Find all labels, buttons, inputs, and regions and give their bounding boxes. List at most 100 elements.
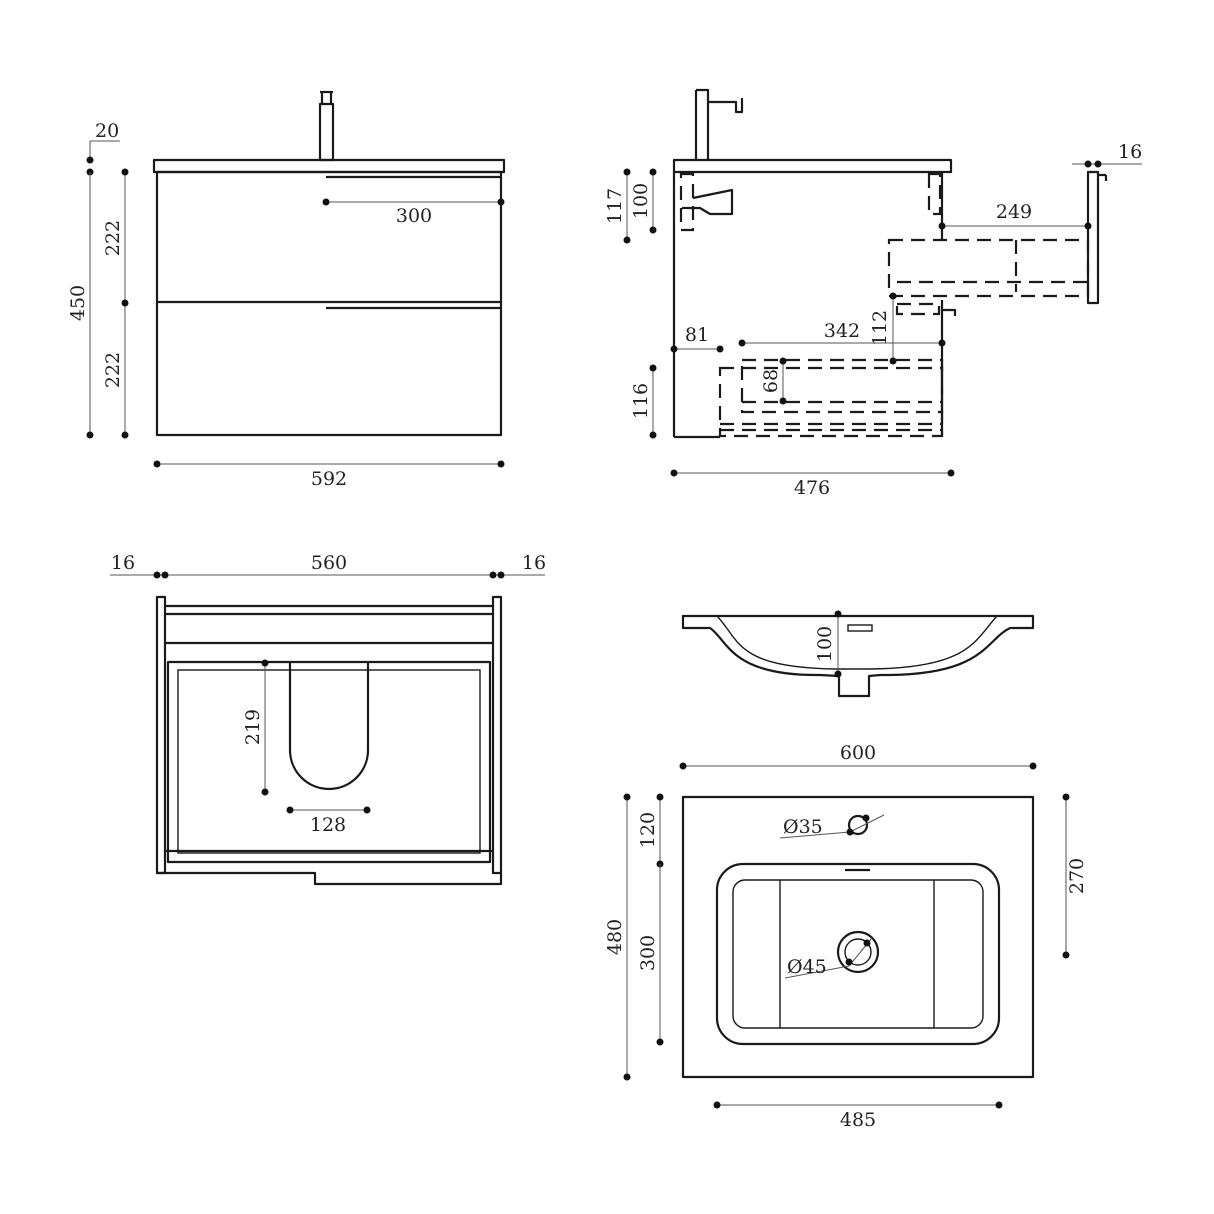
side-dim-dot <box>889 357 897 365</box>
plan-right-panel-label: 16 <box>522 552 546 574</box>
side-tap-spout <box>696 88 744 114</box>
side-panel-label: 16 <box>1118 141 1142 163</box>
plan-dim-dot <box>153 571 161 579</box>
basin-plan-width-label: 600 <box>840 742 876 764</box>
side-dim-dot <box>889 292 897 300</box>
plan-dim-dot <box>489 571 497 579</box>
front-upper-drawer-label: 222 <box>102 220 124 256</box>
basin-plan-dim-dot <box>656 793 664 801</box>
basin-plan-tap-offset-label: 120 <box>637 812 659 848</box>
basin-plan-depth-label: 480 <box>604 919 626 955</box>
side-inner-depth-label: 342 <box>824 320 860 342</box>
side-dim-dot <box>623 168 631 176</box>
plan-dim-dot <box>261 659 269 667</box>
basin-plan-dim-dot <box>656 1038 664 1046</box>
plan-inner-width-label: 560 <box>311 552 347 574</box>
side-tap-offset-label: 100 <box>630 183 652 219</box>
side-trap <box>682 188 734 216</box>
basin-plan-dim-dot <box>845 958 853 966</box>
front-dim-dot <box>497 198 505 206</box>
front-top-thickness-label: 20 <box>95 120 119 142</box>
plan-left-panel <box>155 595 167 875</box>
basin-plan-dim-dot <box>1062 951 1070 959</box>
plan-drawer-front <box>157 871 503 886</box>
side-extension-label: 249 <box>996 201 1032 223</box>
plan-dim-dot <box>161 571 169 579</box>
plan-drawer-inner <box>177 669 481 854</box>
side-dim-dot <box>779 397 787 405</box>
basin-plan-dim-dot <box>679 762 687 770</box>
side-depth-label: 476 <box>794 477 830 499</box>
basin-plan-dim-dot <box>623 793 631 801</box>
front-tap-body <box>318 102 335 162</box>
basin-overflow-slot <box>847 624 873 632</box>
front-lower-drawer-label: 222 <box>102 352 124 388</box>
side-dim-dot <box>938 339 946 347</box>
basin-plan-dim-dot <box>995 1101 1003 1109</box>
side-dim-dot <box>947 469 955 477</box>
side-gap-label: 112 <box>869 310 891 346</box>
side-runner-hook <box>942 308 957 316</box>
side-lower-section-label: 116 <box>630 383 652 419</box>
side-dim-dot <box>649 226 657 234</box>
plan-cutout-width-label: 128 <box>310 814 346 836</box>
front-dim-dot <box>121 431 129 439</box>
basin-section-inner <box>716 615 998 670</box>
side-countertop <box>672 158 953 174</box>
plan-dim-dot <box>286 806 294 814</box>
basin-plan-tap-hole <box>847 814 869 836</box>
side-dim-dot <box>1094 160 1102 168</box>
front-dim-dot <box>86 431 94 439</box>
plan-cutout-depth-label: 219 <box>242 709 264 745</box>
front-dim-dot <box>497 460 505 468</box>
side-dim-dot <box>623 236 631 244</box>
plan-dim-dot <box>261 788 269 796</box>
basin-plan: Ø35 Ø45 600 480 120 300 270 485 <box>604 742 1088 1131</box>
basin-plan-dim-dot <box>863 939 871 947</box>
plan-dim-dot <box>497 571 505 579</box>
side-dim-dot <box>938 222 946 230</box>
side-dim-dot <box>649 168 657 176</box>
front-dim-dot <box>153 460 161 468</box>
side-dim-dot <box>1084 222 1092 230</box>
front-dim-dot <box>121 168 129 176</box>
front-dim-dot <box>322 198 330 206</box>
front-width-label: 592 <box>311 468 347 490</box>
plan-left-panel-label: 16 <box>111 552 135 574</box>
side-dim-dot <box>670 345 678 353</box>
side-dim-dot <box>649 364 657 372</box>
basin-plan-bowl-outer <box>715 862 1001 1046</box>
plan-dim-dot <box>363 806 371 814</box>
front-countertop <box>152 158 506 174</box>
front-total-height-label: 450 <box>67 285 89 321</box>
basin-plan-waste-leader <box>784 965 850 979</box>
side-dim-dot <box>716 345 724 353</box>
basin-plan-outer <box>681 795 1035 1079</box>
side-dim-dot <box>1084 160 1092 168</box>
basin-section-depth-label: 100 <box>814 626 836 662</box>
basin-section-dim-dot <box>834 610 842 618</box>
basin-plan-dim-dot <box>713 1101 721 1109</box>
basin-plan-dim-dot <box>623 1073 631 1081</box>
basin-plan-dim-dot <box>846 828 854 836</box>
side-backsplash-label: 117 <box>604 188 626 224</box>
side-bracket-hidden <box>927 172 942 216</box>
plan-u-cutout <box>288 662 370 791</box>
side-inner-offset-label: 81 <box>685 324 709 346</box>
basin-plan-tap-diag <box>849 814 885 833</box>
side-dim-dot <box>779 357 787 365</box>
side-drawer-front-panel <box>1086 170 1100 305</box>
basin-section-dim-dot <box>834 670 842 678</box>
side-upper-drawer-hidden <box>887 238 1090 298</box>
basin-plan-waste-diameter-label: Ø45 <box>787 956 827 978</box>
side-dim-dot <box>649 431 657 439</box>
side-inner-box-label: 68 <box>760 369 782 393</box>
basin-plan-dim-dot <box>862 814 870 822</box>
basin-plan-waste-outer <box>836 930 880 974</box>
front-cabinet-body <box>155 170 503 437</box>
plan-right-panel <box>491 595 503 875</box>
basin-plan-bowl-width-label: 485 <box>840 1109 876 1131</box>
basin-section: 100 <box>681 610 1035 698</box>
side-dim-dot <box>670 469 678 477</box>
